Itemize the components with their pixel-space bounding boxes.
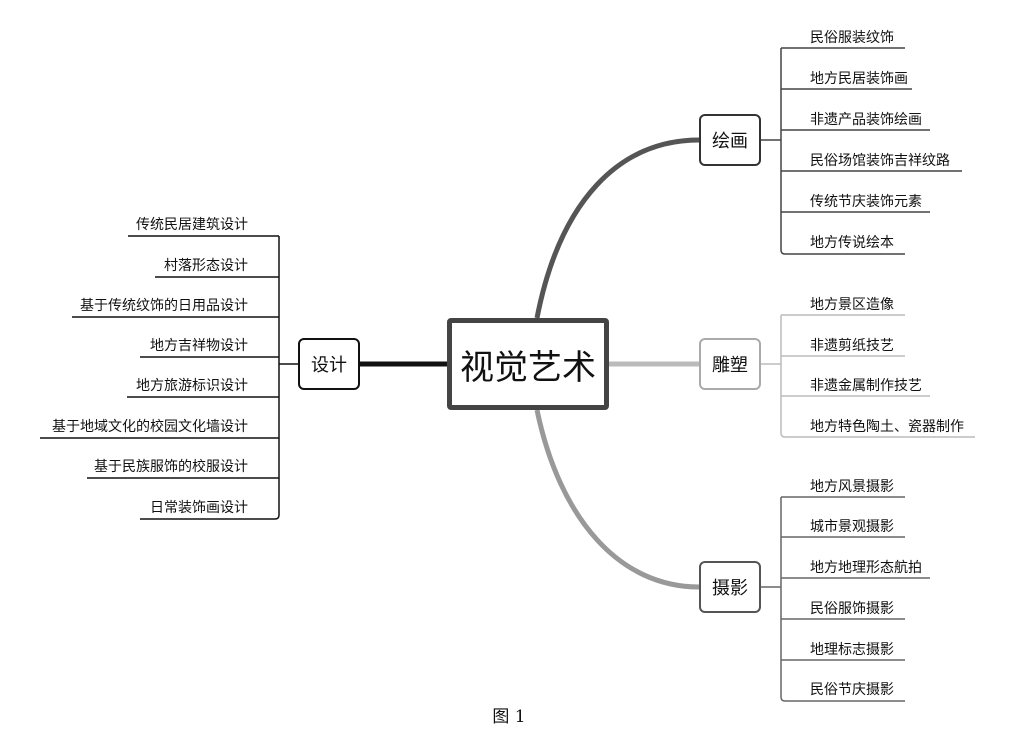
leaf-diaosu-2: 非遗剪纸技艺	[810, 338, 894, 354]
leaf-huihua-6: 地方传说绘本	[810, 235, 894, 251]
branch-node-sheying: 摄影	[699, 561, 761, 613]
leaf-sheji-2: 村落形态设计	[164, 258, 248, 274]
leaf-diaosu-1: 地方景区造像	[810, 297, 894, 313]
leaf-sheji-3: 基于传统纹饰的日用品设计	[80, 298, 248, 314]
branch-node-label: 设计	[311, 355, 347, 376]
branch-node-label: 雕塑	[712, 355, 748, 376]
leaf-sheying-6: 民俗节庆摄影	[810, 682, 894, 698]
leaf-sheying-1: 地方风景摄影	[810, 479, 894, 495]
branch-node-label: 摄影	[712, 578, 748, 599]
leaf-diaosu-4: 地方特色陶土、瓷器制作	[810, 419, 964, 435]
branch-node-label: 绘画	[712, 131, 748, 152]
leaf-diaosu-3: 非遗金属制作技艺	[810, 378, 922, 394]
leaf-sheji-6: 基于地域文化的校园文化墙设计	[52, 419, 248, 435]
leaf-huihua-2: 地方民居装饰画	[810, 71, 908, 87]
connector-sheying	[534, 409, 700, 590]
leaf-sheying-4: 民俗服饰摄影	[810, 601, 894, 617]
subtree-sheying	[761, 496, 930, 702]
leaf-sheying-2: 城市景观摄影	[810, 519, 894, 535]
subtree-huihua	[761, 47, 962, 255]
leaf-huihua-4: 民俗场馆装饰吉祥纹路	[810, 153, 950, 169]
leaf-sheji-8: 日常装饰画设计	[150, 500, 248, 516]
leaf-sheji-7: 基于民族服饰的校服设计	[94, 459, 248, 475]
leaf-sheji-1: 传统民居建筑设计	[136, 217, 248, 233]
branch-node-diaosu: 雕塑	[699, 338, 761, 390]
branch-node-sheji: 设计	[298, 338, 360, 390]
central-node-label: 视觉艺术	[460, 347, 596, 388]
central-node: 视觉艺术	[447, 318, 609, 410]
leaf-huihua-3: 非遗产品装饰绘画	[810, 112, 922, 128]
leaf-sheji-4: 地方吉祥物设计	[150, 338, 248, 354]
branch-node-huihua: 绘画	[699, 114, 761, 166]
leaf-huihua-5: 传统节庆装饰元素	[810, 194, 922, 210]
connector-huihua	[534, 137, 700, 319]
leaf-sheji-5: 地方旅游标识设计	[136, 378, 248, 394]
subtree-sheji	[40, 235, 298, 520]
leaf-sheying-5: 地理标志摄影	[810, 642, 894, 658]
subtree-diaosu	[761, 314, 975, 438]
figure-caption: 图 1	[492, 707, 526, 727]
leaf-huihua-1: 民俗服装纹饰	[810, 30, 894, 46]
leaf-sheying-3: 地方地理形态航拍	[810, 560, 922, 576]
